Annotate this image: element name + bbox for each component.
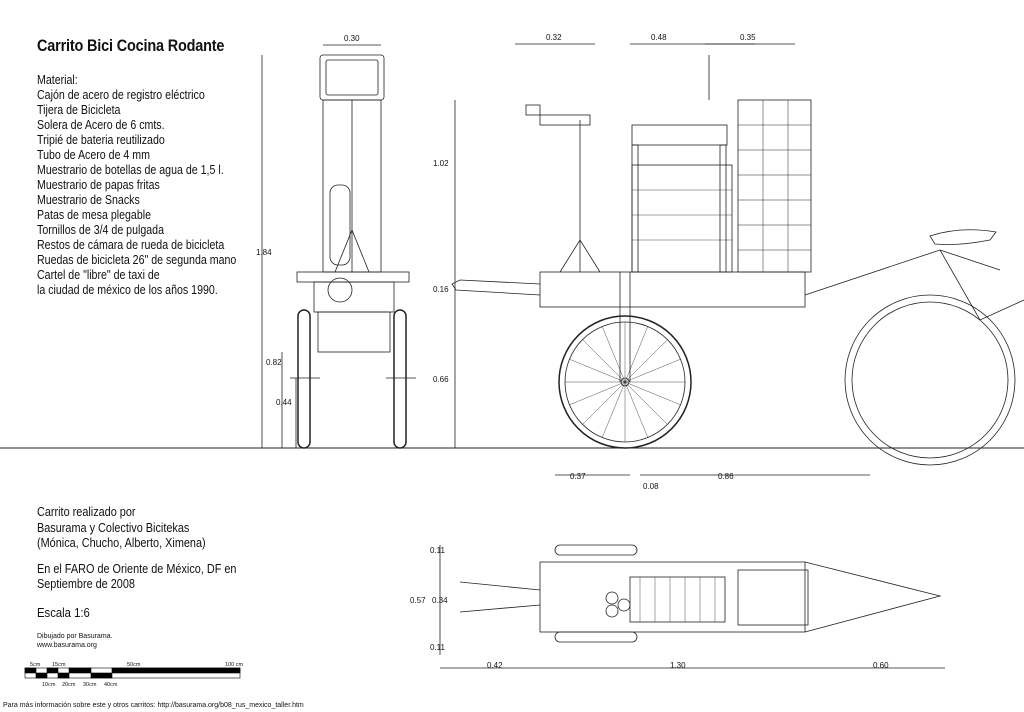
scale-label-top: 50cm	[127, 662, 141, 668]
dim-plan-wheel-bottom: 0.11	[430, 643, 446, 652]
credits-line: Basurama y Colectivo Bicitekas	[37, 520, 190, 535]
materials-list: Material: Cajón de acero de registro elé…	[37, 73, 236, 298]
credits-line: (Mónica, Chucho, Alberto, Ximena)	[37, 536, 206, 550]
dim-side-lower: 0.66	[433, 375, 449, 384]
material-item: Patas de mesa plegable	[37, 208, 152, 222]
dim-side-deck: 0.16	[433, 285, 449, 294]
dim-side-top-c: 0.35	[740, 33, 756, 42]
side-view	[451, 43, 1024, 476]
credits: Carrito realizado por Basurama y Colecti…	[37, 505, 236, 620]
material-item: la ciudad de méxico de los años 1990.	[37, 283, 218, 297]
scale-label-top: 5cm	[30, 662, 41, 668]
scale-label-bottom: 30cm	[83, 682, 97, 688]
material-item: Tubo de Acero de 4 mm	[37, 148, 151, 162]
material-item: Muestrario de Snacks	[37, 193, 140, 207]
website-link[interactable]: www.basurama.org	[37, 642, 97, 649]
drawn-by: Dibujado por Basurama. www.basurama.org	[37, 632, 113, 650]
dim-side-bottom-b: 0.08	[643, 482, 659, 491]
scale-label-top: 100 cm	[225, 662, 243, 668]
credits-line: En el FARO de Oriente de México, DF en	[37, 561, 237, 576]
material-item: Tripié de bateria reutilizado	[37, 133, 165, 147]
footer-info[interactable]: Para más información sobre este y otros …	[3, 702, 304, 709]
dim-plan-len-a: 0.42	[487, 661, 503, 670]
material-item: Tijera de Bicicleta	[37, 103, 121, 117]
material-item: Cartel de "libre" de taxi de	[37, 268, 160, 282]
dim-front-height-total: 1.84	[256, 248, 272, 257]
material-item: Ruedas de bicicleta 26" de segunda mano	[37, 253, 237, 267]
dim-side-bottom-c: 0.86	[718, 472, 734, 481]
drawing-title: Carrito Bici Cocina Rodante	[37, 36, 225, 55]
dim-plan-wheel-top: 0.11	[430, 546, 446, 555]
material-item: Cajón de acero de registro eléctrico	[37, 88, 205, 102]
scale-bar: 5cm 15cm 50cm 100 cm 10cm 20cm 30cm 40cm	[24, 662, 243, 688]
front-view	[261, 44, 416, 449]
material-item: Solera de Acero de 6 cmts.	[37, 118, 165, 132]
scale-label: Escala 1:6	[37, 604, 90, 620]
material-item: Restos de cámara de rueda de bicicleta	[37, 238, 225, 252]
dim-plan-len-b: 1.30	[670, 661, 686, 670]
material-item: Muestrario de papas fritas	[37, 178, 160, 192]
materials-heading: Material:	[37, 73, 78, 87]
dim-side-upper: 1.02	[433, 159, 449, 168]
dim-plan-len-c: 0.60	[873, 661, 889, 670]
drawn-by-text: Dibujado por Basurama.	[37, 633, 113, 640]
credits-line: Septiembre de 2008	[37, 577, 135, 591]
scale-label-bottom: 20cm	[62, 682, 76, 688]
material-item: Tornillos de 3/4 de pulgada	[37, 223, 165, 237]
material-item: Muestrario de botellas de agua de 1,5 l.	[37, 163, 224, 177]
dim-side-top-b: 0.48	[651, 33, 667, 42]
dim-front-height-low: 0.44	[276, 398, 292, 407]
dim-side-top-a: 0.32	[546, 33, 562, 42]
plan-view	[439, 544, 945, 669]
dim-side-bottom-a: 0.37	[570, 472, 586, 481]
dim-front-height-mid: 0.82	[266, 358, 282, 367]
dim-plan-width: 0.57	[410, 596, 426, 605]
dim-front-width: 0.30	[344, 34, 360, 43]
dim-plan-inner: 0.34	[432, 596, 448, 605]
scale-label-bottom: 40cm	[104, 682, 118, 688]
scale-label-bottom: 10cm	[42, 682, 56, 688]
credits-line: Carrito realizado por	[37, 505, 136, 519]
scale-label-top: 15cm	[52, 662, 66, 668]
